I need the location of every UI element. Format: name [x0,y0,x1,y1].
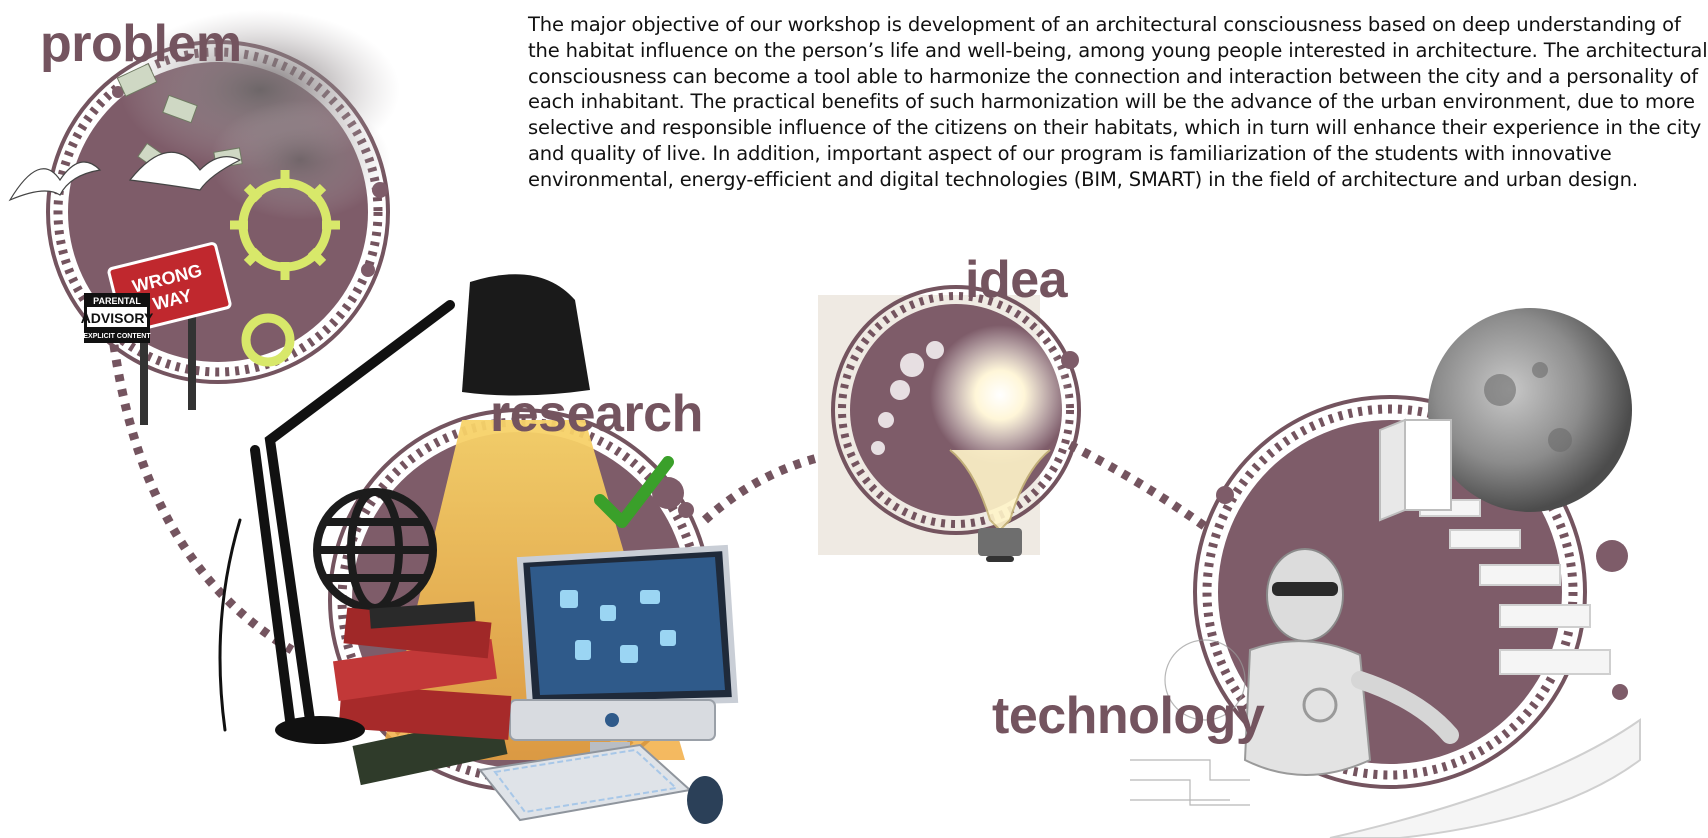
technology-illustration [1130,308,1641,838]
parental-advisory-label: PARENTAL ADVISORY EXPLICIT CONTENT [81,293,154,343]
moon [1428,308,1632,512]
svg-text:PARENTAL: PARENTAL [93,296,141,306]
research-illustration [218,274,739,824]
stage-label-research: research [490,385,703,443]
open-door [1379,418,1452,522]
robot-figure [1243,548,1459,776]
globe-icon [313,488,437,612]
book-stack [332,601,512,786]
lamp-shade [462,274,590,396]
stage-label-technology: technology [992,687,1265,745]
gear-icon [230,170,340,280]
svg-text:ADVISORY: ADVISORY [81,310,154,326]
svg-text:EXPLICIT CONTENT: EXPLICIT CONTENT [83,333,151,340]
stage-label-problem: problem [40,15,242,73]
computer-monitor [509,544,739,764]
illustration-layer: WRONG WAY PARENTAL ADVISORY EXPLICIT CON… [8,10,1641,838]
workshop-description: The major objective of our workshop is d… [528,13,1708,191]
idea-illustration [818,285,1081,562]
spiral-staircase [1329,499,1641,838]
light-bulb-icon [949,449,1051,562]
infographic-canvas: WRONG WAY PARENTAL ADVISORY EXPLICIT CON… [8,10,1708,838]
desk-lamp [218,300,455,744]
problem-illustration: WRONG WAY PARENTAL ADVISORY EXPLICIT CON… [8,10,400,425]
mouse [687,776,723,824]
stage-label-idea: idea [965,251,1068,309]
connector-dashes [107,329,1213,654]
checkmark-icon [594,456,674,528]
